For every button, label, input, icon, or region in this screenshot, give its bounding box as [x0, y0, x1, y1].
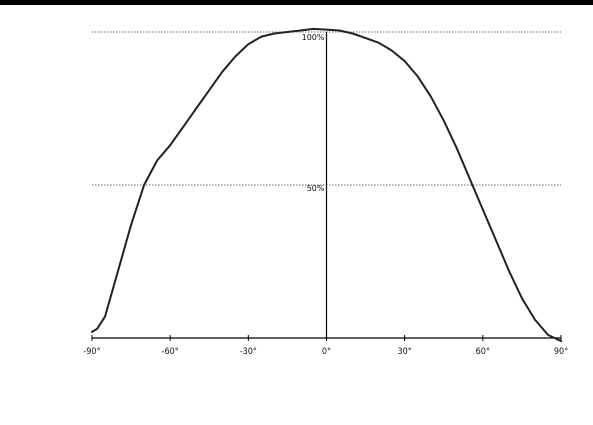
x-tick-label-0: -90°	[83, 347, 100, 357]
x-tick-label-2: -30°	[240, 347, 257, 357]
reference-label-50: 50%	[307, 184, 325, 193]
series-group	[91, 27, 562, 343]
reference-label-100: 100%	[302, 33, 325, 42]
series-line-0	[91, 27, 562, 343]
top-border	[0, 0, 593, 5]
x-tick-label-5: 60°	[476, 347, 490, 357]
x-tick-label-1: -60°	[162, 347, 179, 357]
x-tick-label-3: 0°	[322, 347, 331, 357]
x-tick-label-4: 30°	[397, 347, 411, 357]
x-tick-label-6: 90°	[554, 347, 568, 357]
